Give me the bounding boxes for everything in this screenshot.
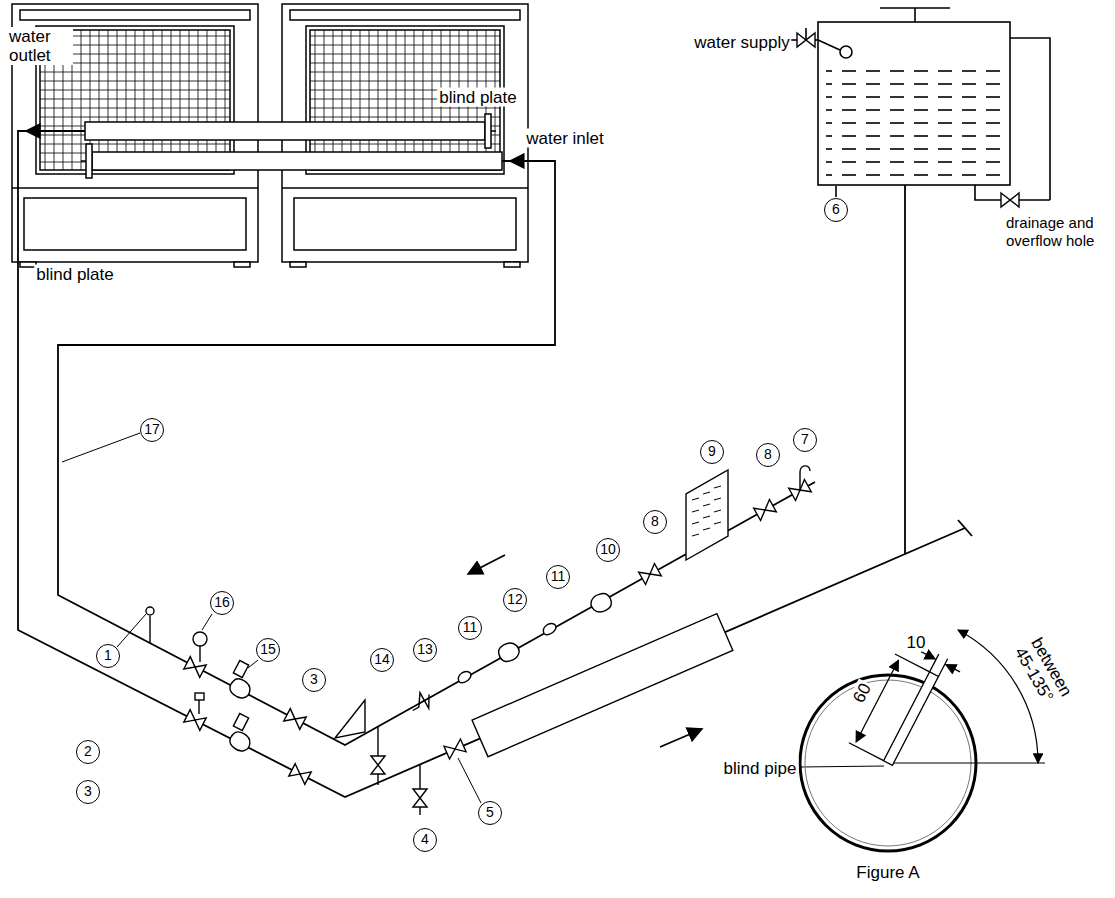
text-label: between 45-135° — [1010, 633, 1078, 713]
callout-number: 8 — [756, 443, 780, 467]
text-label: 60 — [848, 678, 875, 707]
callout-number: 1 — [96, 644, 120, 668]
meter-mark — [703, 516, 710, 518]
callout-number: 17 — [140, 418, 164, 442]
callout-number: 2 — [76, 740, 100, 764]
text-label: water outlet — [7, 27, 73, 65]
header-pipe — [81, 114, 502, 178]
meter-mark — [714, 510, 721, 512]
text-label: water inlet — [524, 129, 605, 148]
callout-number: 16 — [210, 591, 234, 615]
meter-mark — [692, 522, 699, 524]
text-label: water supply — [692, 33, 791, 52]
callout-number: 9 — [700, 440, 724, 464]
callout-number: 15 — [256, 638, 280, 662]
text-label: blind plate — [34, 265, 116, 284]
callout-number: 7 — [793, 428, 817, 452]
water-tank — [790, 8, 1050, 207]
callout-number: 4 — [413, 828, 437, 852]
callout-number: 11 — [546, 565, 570, 589]
meter-mark — [692, 498, 699, 500]
text-label: blind plate — [437, 88, 519, 107]
callout-number: 13 — [413, 638, 437, 662]
callout-number: 6 — [824, 198, 848, 222]
pipe-fittings — [146, 466, 811, 815]
callout-number: 3 — [76, 780, 100, 804]
callout-number: 8 — [643, 510, 667, 534]
meter-mark — [714, 486, 721, 488]
callout-number: 14 — [370, 648, 394, 672]
callout-number: 5 — [478, 801, 502, 825]
meter-mark — [714, 522, 721, 524]
callout-number: 12 — [503, 588, 527, 612]
meter-mark — [703, 528, 710, 530]
meter-mark — [692, 510, 699, 512]
leader-line — [62, 433, 884, 803]
meter-mark — [703, 504, 710, 506]
meter-marks — [692, 486, 721, 536]
meter-mark — [703, 492, 710, 494]
callout-number: 3 — [302, 668, 326, 692]
meter-mark — [692, 534, 699, 536]
unit — [12, 4, 528, 267]
text-label: drainage and overflow hole — [1004, 214, 1112, 250]
text-label: blind pipe — [722, 759, 799, 778]
text-label: Figure A — [854, 863, 921, 882]
callout-number: 11 — [458, 616, 482, 640]
callout-number: 10 — [596, 538, 620, 562]
text-label: 10 — [905, 633, 928, 652]
figure-a — [800, 630, 1045, 851]
meter-mark — [714, 498, 721, 500]
